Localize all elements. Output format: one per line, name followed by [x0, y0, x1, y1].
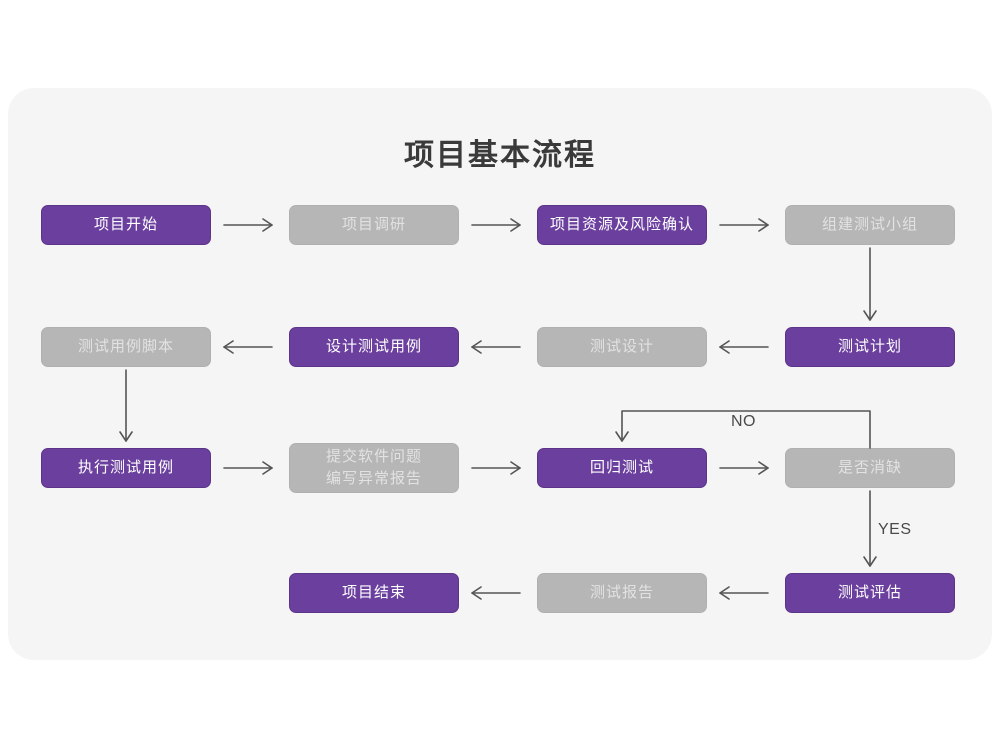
- node-test-report[interactable]: 测试报告: [537, 573, 707, 613]
- node-submit-issue-report[interactable]: 提交软件问题 编写异常报告: [289, 443, 459, 493]
- node-project-end[interactable]: 项目结束: [289, 573, 459, 613]
- node-project-research[interactable]: 项目调研: [289, 205, 459, 245]
- node-design-testcase[interactable]: 设计测试用例: [289, 327, 459, 367]
- node-test-evaluation[interactable]: 测试评估: [785, 573, 955, 613]
- node-form-test-team[interactable]: 组建测试小组: [785, 205, 955, 245]
- flowchart-card: [8, 88, 992, 660]
- node-regression-test[interactable]: 回归测试: [537, 448, 707, 488]
- node-test-plan[interactable]: 测试计划: [785, 327, 955, 367]
- node-testcase-script[interactable]: 测试用例脚本: [41, 327, 211, 367]
- node-defect-cleared[interactable]: 是否消缺: [785, 448, 955, 488]
- node-submit-issue-report-line2: 编写异常报告: [325, 470, 422, 487]
- node-submit-issue-report-line1: 提交软件问题: [325, 448, 422, 465]
- node-test-design[interactable]: 测试设计: [537, 327, 707, 367]
- node-project-start[interactable]: 项目开始: [41, 205, 211, 245]
- node-resource-risk-confirm[interactable]: 项目资源及风险确认: [537, 205, 707, 245]
- page-title: 项目基本流程: [404, 139, 596, 172]
- edge-label-yes: YES: [878, 521, 912, 538]
- edge-label-no: NO: [731, 413, 756, 430]
- node-execute-testcase[interactable]: 执行测试用例: [41, 448, 211, 488]
